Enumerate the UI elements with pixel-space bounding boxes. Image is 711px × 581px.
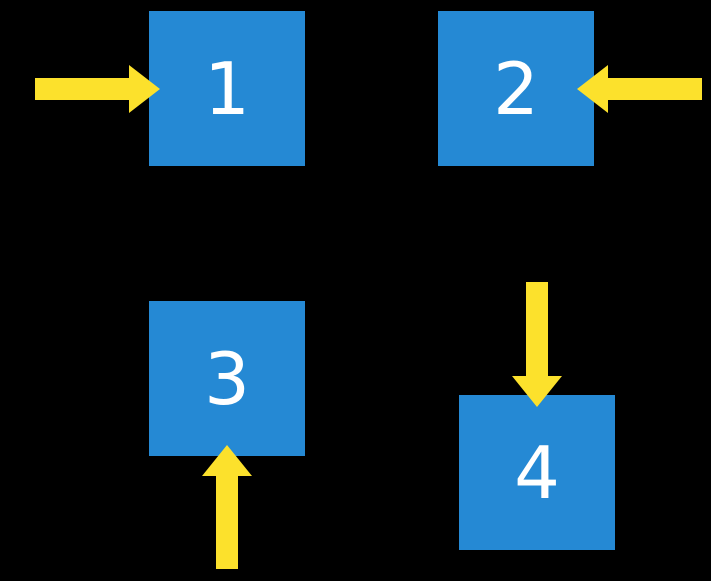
box-4-label: 4 <box>514 431 560 515</box>
box-3 <box>149 301 305 456</box>
box-1 <box>149 11 305 166</box>
box-2-label: 2 <box>493 47 539 131</box>
box-3-label: 3 <box>204 337 250 421</box>
arrow-4-down-icon <box>512 282 562 407</box>
box-1-label: 1 <box>204 47 250 131</box>
box-4 <box>459 395 615 550</box>
box-2-group: 2 <box>438 11 594 166</box>
box-4-group: 4 <box>459 395 615 550</box>
box-2 <box>438 11 594 166</box>
box-3-group: 3 <box>149 301 305 456</box>
arrow-2-left-icon <box>577 65 702 113</box>
arrow-1-right-icon <box>35 65 160 113</box>
arrow-3-up-icon <box>202 445 252 569</box>
box-1-group: 1 <box>149 11 305 166</box>
